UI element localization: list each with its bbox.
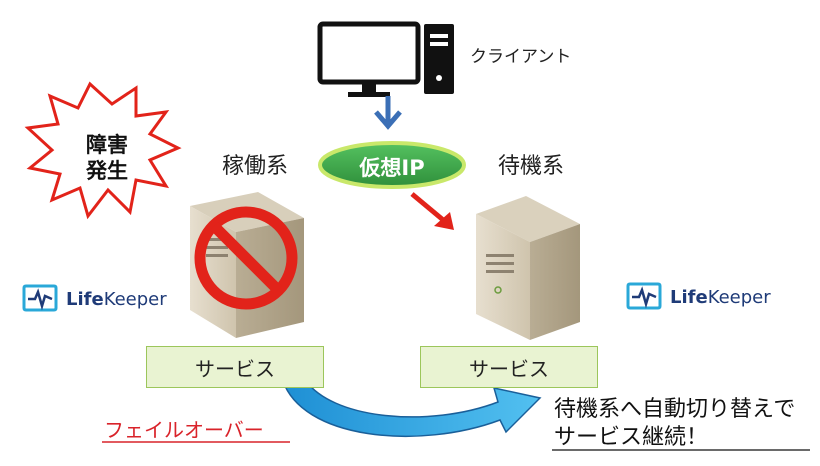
lifekeeper-keeper: Keeper	[707, 286, 771, 308]
lifekeeper-life: Life	[670, 286, 708, 308]
active-node-label: 稼働系	[222, 154, 289, 179]
lifekeeper-wordmark: LifeKeeper	[66, 289, 167, 310]
desktop-computer-icon	[317, 21, 454, 97]
prohibited-icon	[194, 206, 298, 310]
failover-arrow	[280, 377, 542, 438]
lifekeeper-logo-left: LifeKeeper	[20, 282, 167, 316]
standby-service-box: サービス	[420, 346, 598, 388]
incident-starburst	[24, 81, 182, 220]
lifekeeper-logo-icon	[626, 282, 662, 310]
failover-label: フェイルオーバー	[104, 418, 264, 442]
virtual-ip-pill	[318, 141, 466, 189]
client-to-vip-arrow	[374, 96, 402, 130]
lifekeeper-keeper: Keeper	[103, 288, 167, 310]
client-label: クライアント	[470, 47, 572, 67]
incident-line1: 障害	[86, 133, 128, 157]
continuity-message-line1: 待機系へ自動切り替えで	[554, 397, 796, 422]
lifekeeper-logo-right: LifeKeeper	[624, 280, 771, 314]
incident-line2: 発生	[86, 159, 128, 183]
standby-node-label: 待機系	[498, 154, 565, 179]
lifekeeper-logo-icon	[22, 284, 58, 312]
lifekeeper-wordmark: LifeKeeper	[670, 287, 771, 308]
active-service-box: サービス	[146, 346, 324, 388]
standby-server-icon	[476, 196, 580, 340]
standby-service-label: サービス	[469, 356, 549, 381]
active-service-label: サービス	[195, 356, 275, 381]
vip-to-standby-arrow	[410, 192, 454, 230]
virtual-ip-label: 仮想IP	[359, 156, 425, 180]
continuity-message-line2: サービス継続！	[554, 425, 709, 450]
lifekeeper-life: Life	[66, 288, 104, 310]
continuity-message: 待機系へ自動切り替えで サービス継続！	[554, 396, 795, 452]
incident-text: 障害 発生	[72, 132, 142, 184]
